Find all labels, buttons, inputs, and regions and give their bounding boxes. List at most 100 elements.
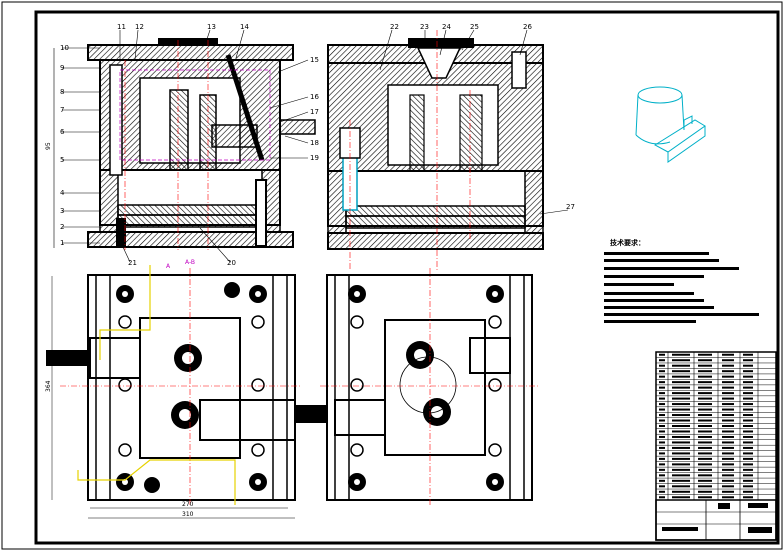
bom-cell-mark xyxy=(659,381,665,384)
lp-plate xyxy=(87,274,296,501)
part-label: 22 xyxy=(390,23,399,31)
bom-cell-mark xyxy=(743,468,753,471)
right-leaders xyxy=(379,29,569,215)
bom-cell-mark xyxy=(743,397,753,400)
bom-cell-mark xyxy=(672,479,690,482)
bom-cell-mark xyxy=(698,414,712,417)
left-leaders xyxy=(53,29,309,263)
r-ejector-plate xyxy=(345,215,526,229)
bom-cell-mark xyxy=(659,359,665,362)
bom-cell-mark xyxy=(659,457,665,460)
bom-cell-mark xyxy=(698,463,712,466)
rp-small-holes xyxy=(350,315,502,457)
bom-cell-mark xyxy=(698,474,712,477)
bom-cell-mark xyxy=(743,370,753,373)
ejector-retainer xyxy=(117,204,263,216)
bom-cell-mark xyxy=(698,457,712,460)
bom-cell-mark xyxy=(698,496,712,499)
bom-cell-mark xyxy=(659,353,665,356)
bom-cell-mark xyxy=(743,446,753,449)
lp-cylinder-right xyxy=(295,405,330,423)
bom-cell-mark xyxy=(722,386,734,389)
bom-cell-mark xyxy=(659,364,665,367)
part-label: 25 xyxy=(470,23,479,31)
tech-requirements-title: 技术要求： xyxy=(610,238,645,247)
part-label: 15 xyxy=(310,56,319,64)
r-ejector-retainer xyxy=(345,205,526,217)
part-label: 13 xyxy=(207,23,216,31)
sprue-bushing-head xyxy=(158,38,218,46)
bom-cell-mark xyxy=(743,474,753,477)
bom-cell-mark xyxy=(672,485,690,488)
bom-cell-mark xyxy=(698,468,712,471)
bom-cell-mark xyxy=(659,425,665,427)
lp-strip-right xyxy=(272,274,288,501)
part-label: 7 xyxy=(60,106,64,114)
lp-cavity-hole-2-inner xyxy=(179,409,191,421)
bom-cell-mark xyxy=(722,359,734,362)
rp-bolt-centers xyxy=(354,291,498,485)
ejector-plate xyxy=(117,214,263,228)
part-label: 10 xyxy=(60,44,69,52)
bom-cell-mark xyxy=(743,452,753,455)
bom-cell-mark xyxy=(672,381,690,384)
bom-cell-mark xyxy=(698,364,712,367)
part-label: 11 xyxy=(117,23,126,31)
part-label: 2 xyxy=(60,223,64,231)
rp-hole-1-inner xyxy=(414,349,426,361)
guide-pin-left xyxy=(109,64,123,176)
bom-cell-mark xyxy=(743,408,753,411)
part-label: 9 xyxy=(60,64,64,72)
bom-cell-mark xyxy=(659,392,665,395)
angle-pin xyxy=(225,54,265,161)
right-section-view xyxy=(327,30,544,270)
part-label: 12 xyxy=(135,23,144,31)
bom-cell-mark xyxy=(672,419,690,422)
bom-cell-mark xyxy=(722,457,734,460)
rp-strip-right xyxy=(509,274,525,501)
bom-cell-mark xyxy=(672,435,690,438)
bom-cell-mark xyxy=(722,414,734,417)
bom-table xyxy=(655,351,777,541)
bom-cell-mark xyxy=(722,441,734,444)
bom-cell-mark xyxy=(722,479,734,482)
lp-small-holes xyxy=(118,315,265,457)
top-clamp-plate xyxy=(87,44,294,61)
cavity-insert xyxy=(139,77,241,164)
part-label: 26 xyxy=(523,23,532,31)
bom-cell-mark xyxy=(698,485,712,488)
bom-cell-mark xyxy=(743,381,753,384)
left-section-view xyxy=(87,38,316,250)
part-label: 21 xyxy=(128,259,137,267)
bom-cell-mark xyxy=(672,446,690,449)
bom-cell-mark xyxy=(722,408,734,411)
bom-cell-mark xyxy=(659,408,665,411)
bom-cell-mark xyxy=(698,408,712,411)
r-sprue-head xyxy=(408,38,474,48)
part-label: 3 xyxy=(60,207,64,215)
dimension-height: 95 xyxy=(45,142,52,150)
bom-cell-mark xyxy=(698,403,712,406)
bom-cell-mark xyxy=(672,408,690,411)
bom-cell-mark xyxy=(743,359,753,362)
bom-cell-mark xyxy=(722,485,734,488)
bom-cell-mark xyxy=(743,430,753,433)
bom-cell-mark xyxy=(722,375,734,378)
bom-cell-mark xyxy=(672,414,690,417)
bom-cell-mark xyxy=(659,403,665,406)
bom-cell-mark xyxy=(722,435,734,438)
bom-cell-mark xyxy=(698,419,712,422)
section-letter: A xyxy=(166,263,171,270)
bom-cell-mark xyxy=(722,452,734,455)
bom-cell-mark xyxy=(659,446,665,449)
bom-cell-mark xyxy=(743,403,753,406)
bom-cell-mark xyxy=(722,430,734,433)
rp-plate xyxy=(326,274,533,501)
lp-dimensions xyxy=(51,276,295,519)
bom-cell-mark xyxy=(722,364,734,367)
bom-cell-mark xyxy=(672,496,690,499)
bom-cell-marks xyxy=(659,353,753,499)
lp-bolt-centers xyxy=(122,291,261,485)
